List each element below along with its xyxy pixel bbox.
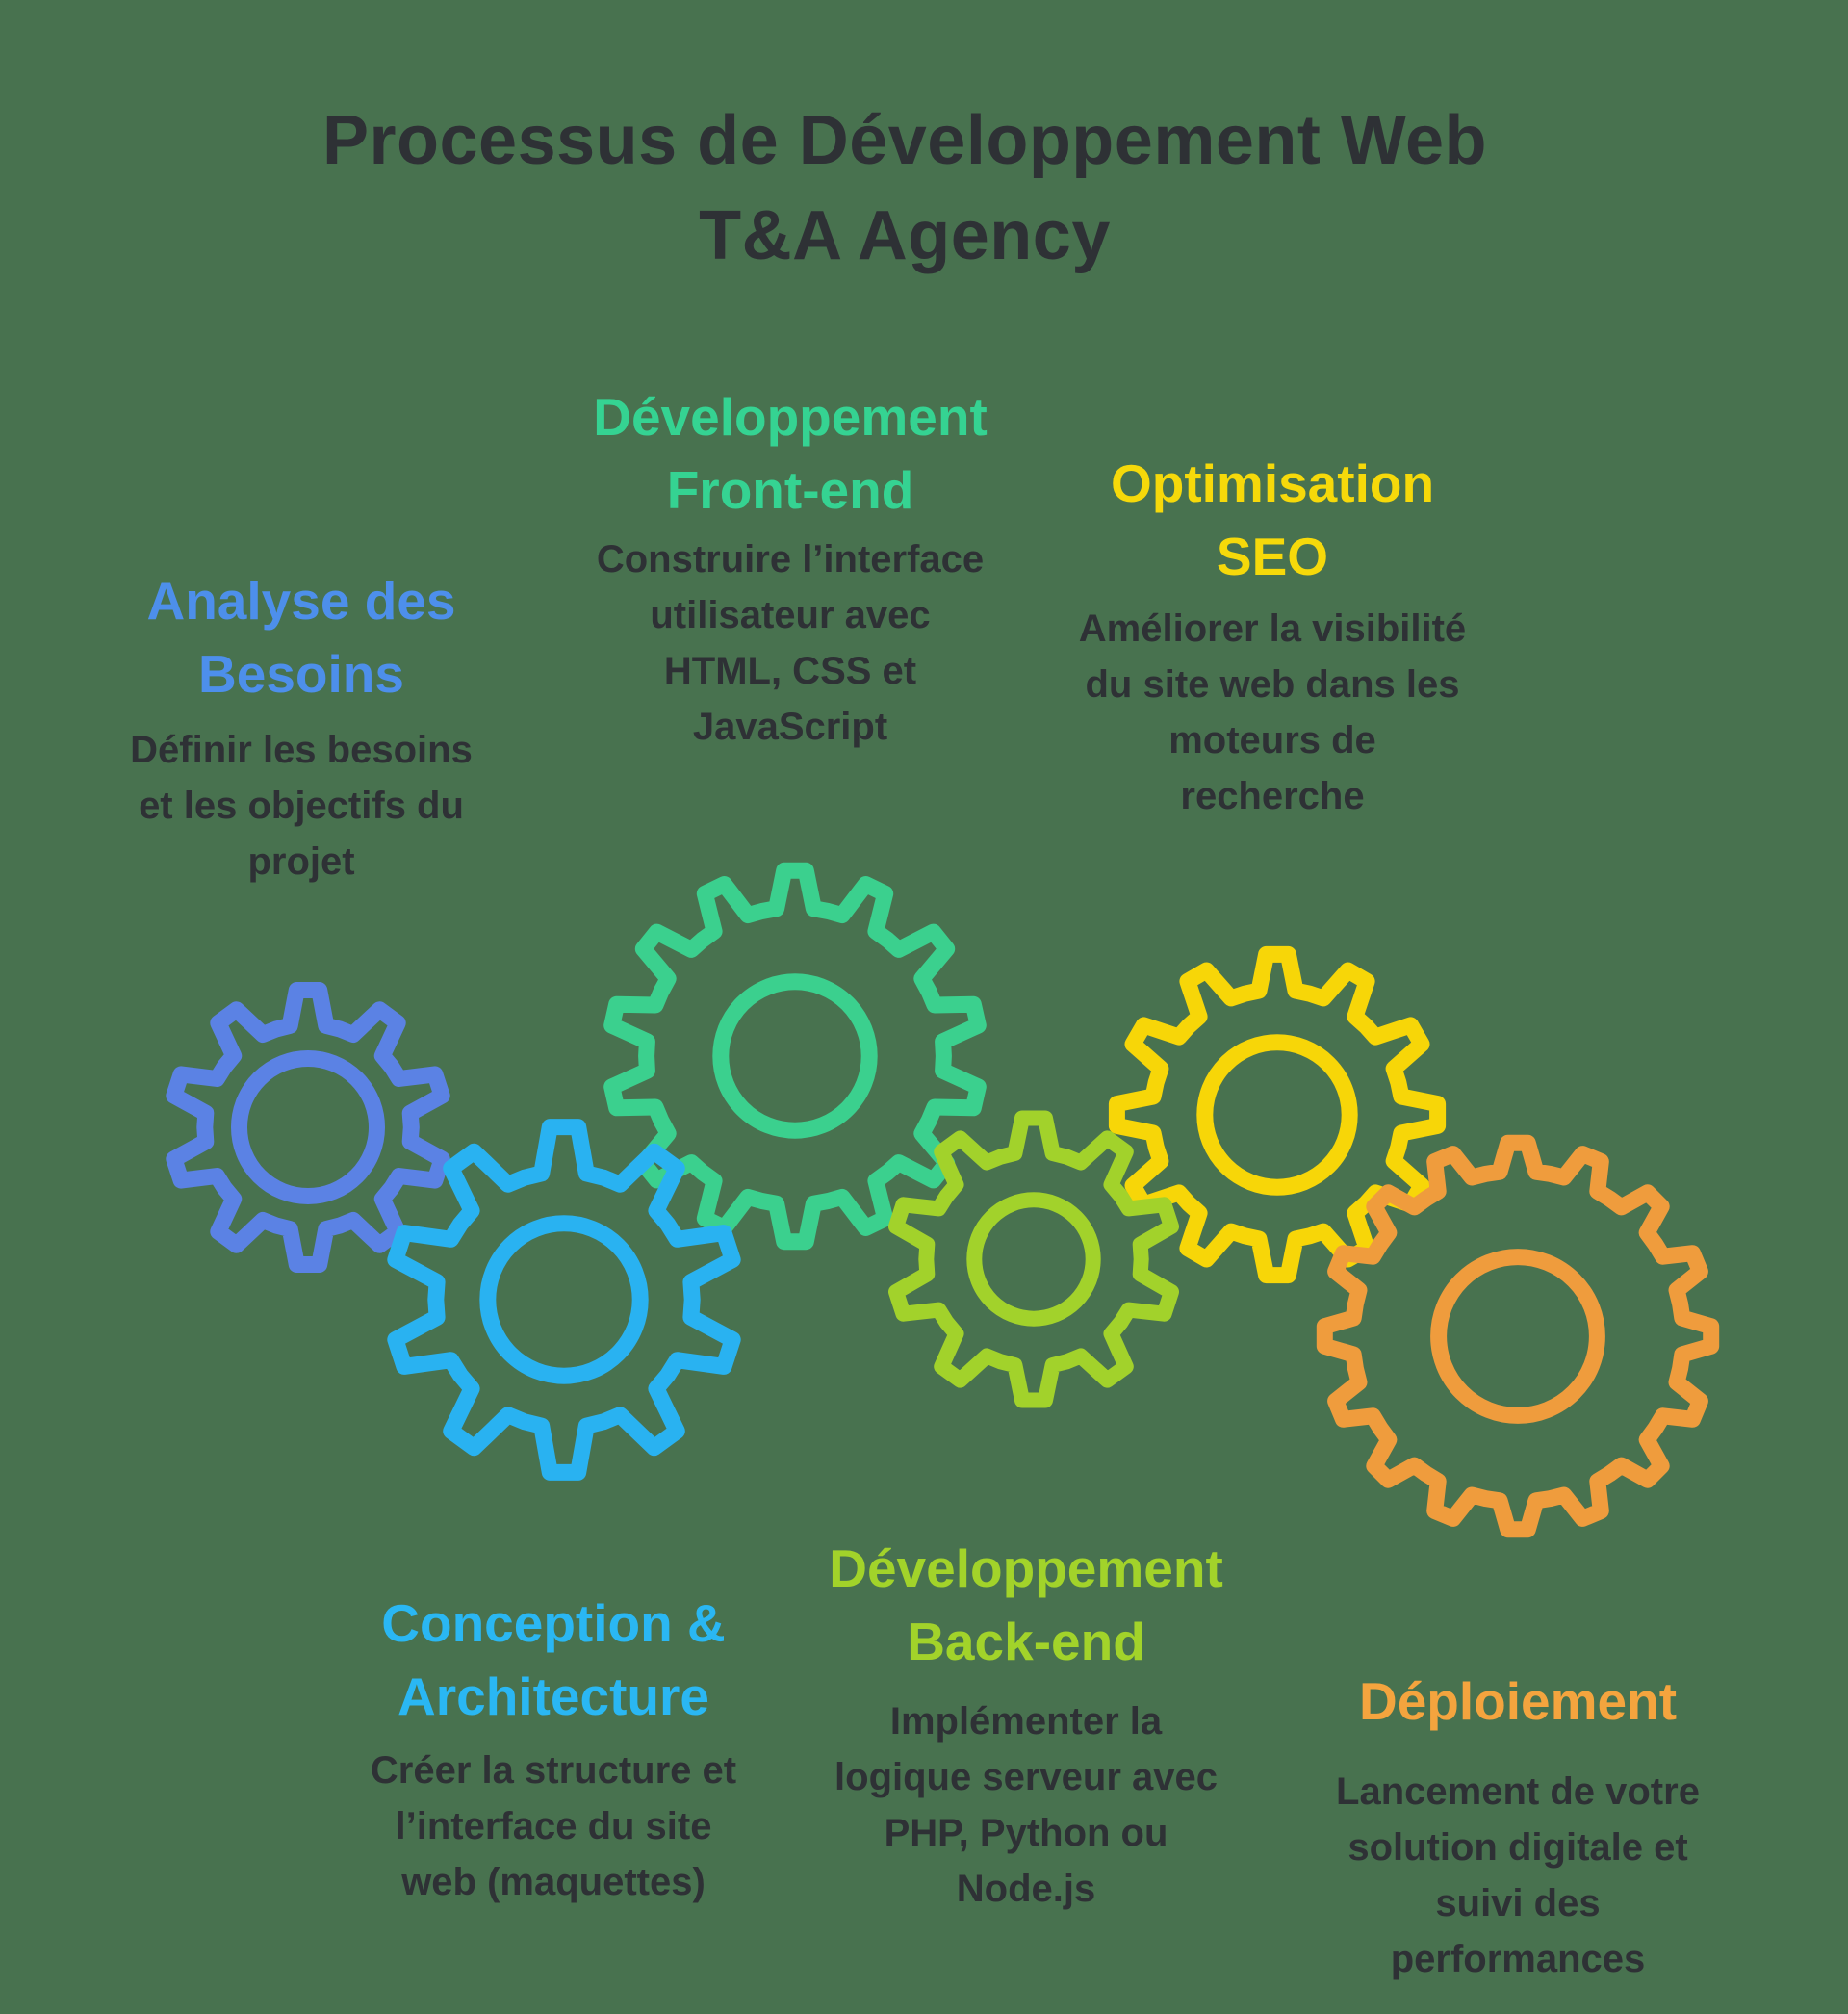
gear-conception-icon	[387, 1119, 741, 1481]
gear-analyse-hub-icon	[231, 1050, 385, 1204]
step-backend-description: Implémenter la logique serveur avec PHP,…	[834, 1700, 1218, 1910]
step-seo-description: Améliorer la visibilité du site web dans…	[1078, 607, 1467, 817]
gear-deploiement-hub-icon	[1430, 1249, 1605, 1424]
gear-seo-icon	[1108, 945, 1447, 1284]
step-analyse-description: Définir les besoins et les objectifs du …	[130, 729, 473, 883]
step-backend: Développement Back-end Implémenter la lo…	[718, 1532, 1334, 1917]
step-conception-heading: Conception & Architecture	[381, 1593, 726, 1726]
page-title: Processus de Développement Web T&A Agenc…	[321, 102, 1488, 274]
step-deploiement-heading: Déploiement	[1358, 1671, 1678, 1731]
gear-backend-icon	[888, 1110, 1179, 1408]
step-deploiement-description: Lancement de votre solution digitale et …	[1336, 1770, 1700, 1980]
gear-frontend-hub-icon	[712, 973, 878, 1139]
step-seo: Optimisation SEO Améliorer la visibilité…	[964, 447, 1580, 824]
step-frontend: Développement Front-end Construire l’int…	[482, 380, 1098, 755]
step-analyse: Analyse des Besoins Définir les besoins …	[0, 564, 609, 890]
gear-analyse-icon	[166, 982, 450, 1273]
step-backend-heading: Développement Back-end	[829, 1538, 1223, 1671]
gear-backend-hub-icon	[966, 1192, 1101, 1327]
step-analyse-heading: Analyse des Besoins	[146, 571, 456, 704]
step-deploiement: Déploiement Lancement de votre solution …	[1210, 1665, 1826, 1987]
step-frontend-description: Construire l’interface utilisateur avec …	[596, 538, 985, 748]
step-conception-description: Créer la structure et l’interface du sit…	[370, 1749, 737, 1903]
gear-conception-hub-icon	[479, 1215, 649, 1384]
gear-seo-hub-icon	[1196, 1034, 1358, 1196]
step-frontend-heading: Développement Front-end	[593, 387, 988, 520]
step-seo-heading: Optimisation SEO	[1110, 453, 1435, 586]
gear-frontend-icon	[603, 862, 987, 1251]
gear-deploiement-icon	[1316, 1134, 1720, 1538]
step-conception: Conception & Architecture Créer la struc…	[245, 1587, 861, 1910]
